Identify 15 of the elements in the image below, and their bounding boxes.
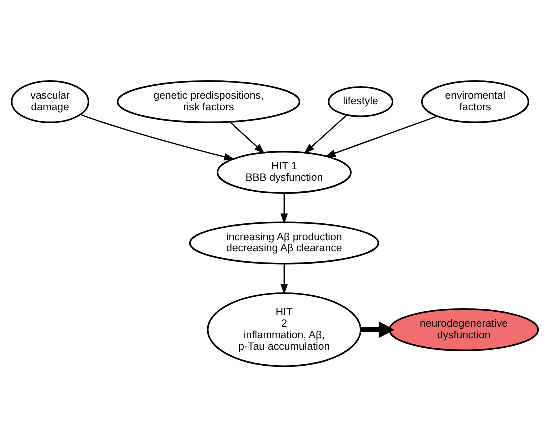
arrow [280,264,288,294]
node-ellipse: HIT 1 BBB dysfunction [216,150,352,194]
node-ellipse: enviromental factors [421,80,530,123]
arrow [230,121,266,154]
node-ellipse: vascular damage [11,80,90,123]
arrow [325,115,438,157]
node-ellipse: neurodegenerative dysfunction [388,308,540,351]
arrow [280,192,288,224]
arrow [360,321,395,338]
node-ellipse: lifestyle [328,86,394,117]
node-ellipse: increasing Aβ production decreasing Aβ clearance [189,221,380,264]
arrow [80,114,236,160]
arrow [304,114,348,154]
node-ellipse: HIT 2 inflammation, Aβ, p-Tau accumulation [207,292,362,367]
node-ellipse: genetic predispositions, risk factors [117,80,301,123]
